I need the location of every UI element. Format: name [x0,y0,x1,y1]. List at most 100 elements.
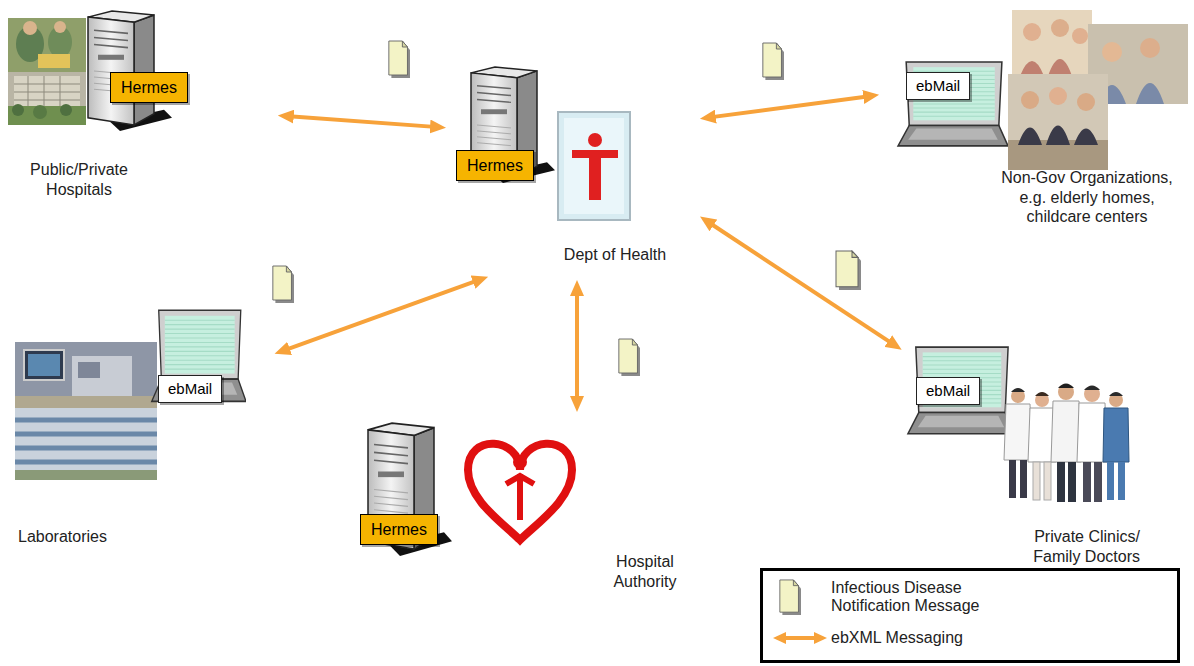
doctors-photo [1004,388,1032,498]
site-group: Non-Gov Organizations, e.g. elderly home… [893,8,1189,234]
doctors-photo [1035,393,1049,407]
doctors-photo [1107,462,1114,500]
message-document [619,339,640,376]
site-group: Hospital Authority Hermes [350,418,700,600]
hospital-photo [60,104,72,116]
connector-group [282,96,895,404]
legend-label: ebXML Messaging [831,629,1011,647]
label-slot: Non-Gov Organizations, e.g. elderly home… [987,168,1187,227]
box-label: Hermes [121,78,177,97]
laboratory-photo [78,362,100,378]
authority-logo [513,455,527,469]
doctors-photo [1009,460,1016,498]
doctors-photo [1103,392,1129,500]
laboratory-photo [15,420,157,462]
server-icon [368,423,452,556]
authority-logo [468,444,572,540]
doctors-photo [1051,401,1081,462]
laboratory-photo [72,356,132,396]
doctors-photo [1068,462,1076,502]
hospital-photo [14,76,80,106]
doctors-photo [1044,462,1051,500]
people-photo [1008,10,1188,170]
message-document [836,251,861,290]
doctors-photo [1077,403,1107,462]
doctors-photo [1083,462,1091,502]
laboratory-photo [24,350,64,380]
doctors-photo [1058,384,1074,400]
doctors-photo [1118,462,1125,500]
box-label: Hermes [371,520,427,539]
hermes-box: Hermes [360,514,438,545]
doctors-photo [1011,389,1025,403]
site-label: Dept of Health [545,245,685,265]
doctors-photo [1035,392,1049,396]
authority-logo [468,444,572,540]
label-slot: Dept of Health [545,245,685,265]
hospital-photo [8,72,86,125]
ebmail-box: ebMail [158,375,222,403]
people-photo [1020,59,1072,76]
doctors-photo [1020,460,1027,498]
ebxml-link [575,288,579,404]
site-group: Dept of Health Hermes [450,62,690,276]
authority-logo [506,474,534,520]
label-slot: Private Clinics/ Family Doctors [1003,527,1140,566]
hospital-photo [33,105,47,119]
site-group: Private Clinics/ Family Doctors ebMail [905,342,1145,570]
people-photo [1051,19,1069,37]
doctors-photo [1094,462,1102,502]
ebmail-box: ebMail [916,377,980,405]
laptop-icon [898,62,1008,146]
server-icon [88,11,172,131]
people-photo [1018,126,1098,146]
site-label: Private Clinics/ Family Doctors [1003,527,1140,566]
site-group: Public/Private Hospitals Hermes [5,5,203,213]
hospital-photo [23,21,37,35]
people-photo [1072,28,1088,44]
doctors-photo [1058,384,1074,389]
doctors-photo [1057,462,1065,502]
message-document [780,580,801,615]
health-logo [558,112,630,220]
box-label: ebMail [916,77,960,95]
people-photo [1140,38,1160,58]
legend-row: Infectious Disease Notification Message [763,579,1011,615]
people-photo [1077,93,1095,111]
people-photo [1021,91,1039,109]
laboratory-photo [15,470,157,480]
label-slot: Public/Private Hospitals [13,160,145,199]
legend-box: Infectious Disease Notification Message e… [760,568,1180,663]
ebxml-link [708,96,871,118]
box-label: ebMail [168,380,212,398]
site-group: Laboratories ebMail [10,300,252,558]
health-logo [558,112,630,220]
laptop-icon [908,347,1014,434]
laboratory-photo [15,342,157,408]
doctors-photo [1077,386,1107,503]
arrow-line [783,636,817,640]
legend-row: ebXML Messaging [763,629,1011,647]
box-label: Hermes [467,156,523,175]
doctors-photo [1109,393,1123,407]
hospital-photo [12,104,24,116]
people-photo [1008,74,1108,170]
doctors-photo [1084,386,1100,402]
message-document [763,43,784,80]
hospital-photo [14,76,80,106]
site-label: Hospital Authority [590,552,700,591]
people-photo [1023,23,1041,41]
ebmail-box: ebMail [906,72,970,100]
doctors-photo [1109,392,1123,396]
laboratory-photo [15,408,157,480]
site-label: Laboratories [18,527,148,547]
arrow-head [773,632,786,644]
legend-label: Infectious Disease Notification Message [831,579,1011,615]
health-logo [564,118,624,214]
arrow-head [814,632,827,644]
label-slot: Hospital Authority [590,552,700,591]
legend-arrow-sample [773,631,827,645]
doctors-photo [1084,386,1100,391]
